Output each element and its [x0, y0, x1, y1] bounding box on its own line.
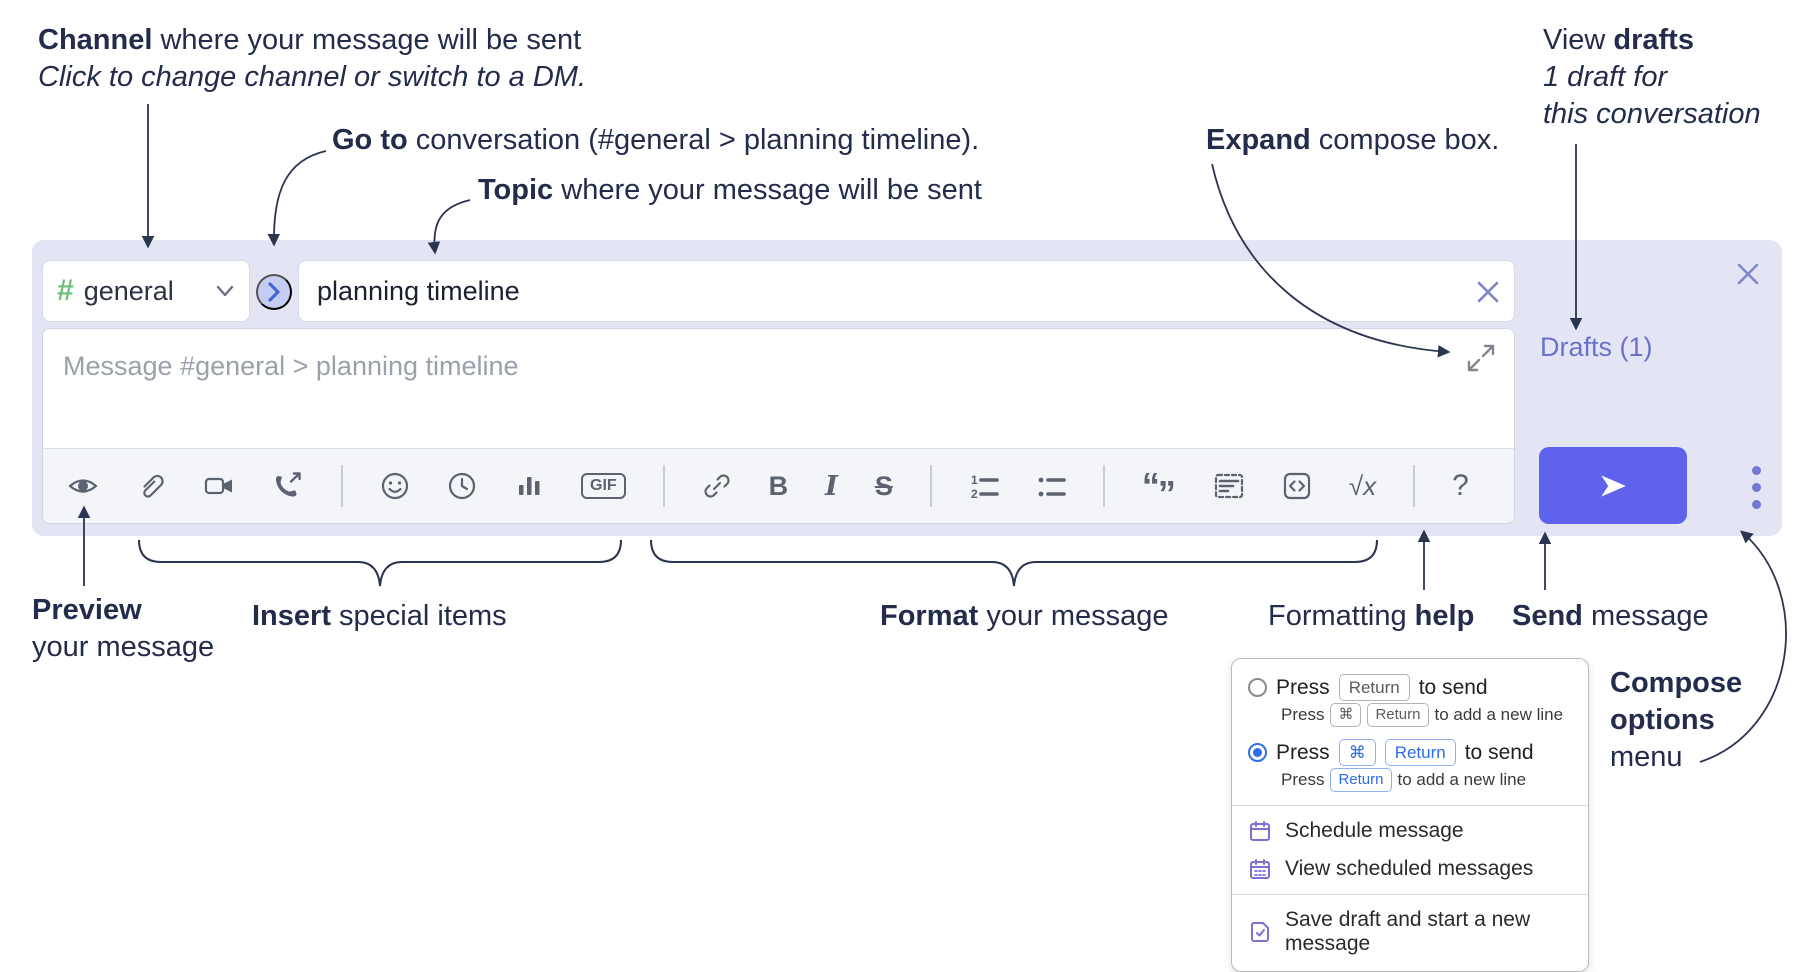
- topic-note-bold: Topic: [478, 174, 554, 206]
- video-call-icon[interactable]: [203, 471, 235, 501]
- send-label: Send message: [1512, 600, 1709, 632]
- channel-selector[interactable]: # general: [42, 260, 250, 322]
- view-scheduled-messages-item[interactable]: View scheduled messages: [1232, 850, 1588, 888]
- emoji-icon[interactable]: [380, 471, 410, 501]
- channel-note: Channel where your message will be sent …: [38, 22, 586, 96]
- kbd-return: Return: [1384, 739, 1456, 766]
- expand-note-bold: Expand: [1206, 124, 1311, 156]
- insert-label: Insert special items: [252, 600, 507, 632]
- arrow-goto: [267, 150, 327, 247]
- gif-icon[interactable]: GIF: [581, 473, 626, 499]
- compose-options-label: Compose options menu: [1610, 667, 1743, 773]
- topic-input[interactable]: [298, 260, 1515, 322]
- time-clock-icon[interactable]: [447, 471, 477, 501]
- go-to-conversation-button[interactable]: [256, 274, 292, 310]
- goto-note-bold: Go to: [332, 124, 408, 156]
- svg-text:1: 1: [971, 473, 978, 487]
- kbd-return: Return: [1330, 768, 1392, 792]
- toolbar-divider: [929, 465, 932, 507]
- formatting-help-label: Formatting help: [1268, 600, 1475, 632]
- bold-icon[interactable]: B: [768, 470, 789, 501]
- message-area: GIF B I S 12 “” √x: [42, 328, 1515, 524]
- chevron-right-icon: [268, 282, 280, 302]
- drafts-link[interactable]: Drafts (1): [1540, 332, 1653, 362]
- send-option-cmd-return-sub: Press Return to add a new line: [1232, 768, 1588, 799]
- send-option-cmd-return[interactable]: Press ⌘ Return to send: [1232, 734, 1588, 768]
- compose-box: # general Drafts (1): [32, 240, 1782, 536]
- kbd-cmd: ⌘: [1338, 739, 1376, 766]
- link-icon[interactable]: [702, 471, 732, 501]
- expand-note: Expand compose box.: [1206, 122, 1499, 159]
- compose-options-kebab-icon[interactable]: [1732, 456, 1780, 518]
- send-arrow-icon: [1601, 474, 1626, 497]
- toolbar-divider: [341, 465, 343, 507]
- topic-clear-icon[interactable]: [1469, 273, 1507, 311]
- preview-label: Preview your message: [32, 594, 215, 663]
- voice-call-icon[interactable]: [272, 471, 304, 501]
- toolbar-divider: [662, 465, 665, 507]
- drafts-note-line3: this conversation: [1543, 98, 1761, 130]
- format-label: Format your message: [880, 600, 1169, 632]
- strikethrough-icon[interactable]: S: [874, 470, 893, 501]
- toolbar-divider: [1102, 465, 1105, 507]
- brace-format-message: [650, 539, 1378, 587]
- message-input[interactable]: [43, 329, 1514, 448]
- poll-chart-icon[interactable]: [514, 471, 544, 501]
- drafts-note-bold: drafts: [1613, 24, 1694, 56]
- kbd-return: Return: [1338, 674, 1410, 701]
- code-icon[interactable]: [1282, 471, 1312, 501]
- goto-note-rest: conversation (#general > planning timeli…: [407, 124, 980, 156]
- calendar-icon: [1250, 821, 1270, 841]
- channel-note-bold: Channel: [38, 24, 153, 56]
- popup-divider: [1232, 894, 1588, 895]
- expand-note-rest: compose box.: [1310, 124, 1500, 156]
- channel-hash-icon: #: [57, 274, 74, 307]
- send-button[interactable]: [1539, 447, 1687, 524]
- expand-compose-icon[interactable]: [1466, 343, 1496, 373]
- goto-note: Go to conversation (#general > planning …: [332, 122, 979, 159]
- draft-check-icon: [1251, 922, 1269, 942]
- kbd-cmd: ⌘: [1330, 703, 1362, 727]
- svg-text:2: 2: [971, 487, 978, 501]
- popup-divider: [1232, 805, 1588, 806]
- radio-selected-icon[interactable]: [1248, 743, 1267, 762]
- attach-paperclip-icon[interactable]: [136, 471, 166, 501]
- chevron-down-icon: [215, 284, 235, 298]
- topic-note: Topic where your message will be sent: [478, 172, 982, 209]
- channel-note-sub: Click to change channel or switch to a D…: [38, 61, 587, 93]
- compose-options-popup: Press Return to send Press ⌘ Return to a…: [1231, 658, 1589, 972]
- channel-name: general: [83, 275, 174, 306]
- bulleted-list-icon[interactable]: [1036, 471, 1066, 501]
- send-option-return[interactable]: Press Return to send: [1232, 669, 1588, 703]
- preview-eye-icon[interactable]: [67, 471, 99, 501]
- quote-icon[interactable]: “”: [1141, 465, 1176, 514]
- italic-icon[interactable]: I: [825, 470, 838, 502]
- formatting-help-icon[interactable]: ?: [1452, 469, 1469, 502]
- compose-close-icon[interactable]: [1728, 254, 1768, 294]
- send-option-return-sub: Press ⌘ Return to add a new line: [1232, 703, 1588, 734]
- save-draft-item[interactable]: Save draft and start a new message: [1232, 901, 1588, 963]
- schedule-message-item[interactable]: Schedule message: [1232, 812, 1588, 850]
- math-icon[interactable]: √x: [1348, 470, 1377, 501]
- brace-insert-items: [138, 539, 622, 587]
- calendar-grid-icon: [1250, 859, 1270, 879]
- drafts-note-line2: 1 draft for: [1543, 61, 1668, 93]
- kbd-return: Return: [1367, 703, 1429, 727]
- toolbar-divider: [1413, 465, 1416, 507]
- drafts-note: View drafts 1 draft for this conversatio…: [1543, 22, 1761, 133]
- radio-unselected-icon[interactable]: [1248, 678, 1267, 697]
- drafts-note-view: View: [1543, 24, 1614, 56]
- topic-note-rest: where your message will be sent: [553, 174, 982, 206]
- channel-note-rest: where your message will be sent: [152, 24, 582, 56]
- spoiler-icon[interactable]: [1213, 471, 1245, 501]
